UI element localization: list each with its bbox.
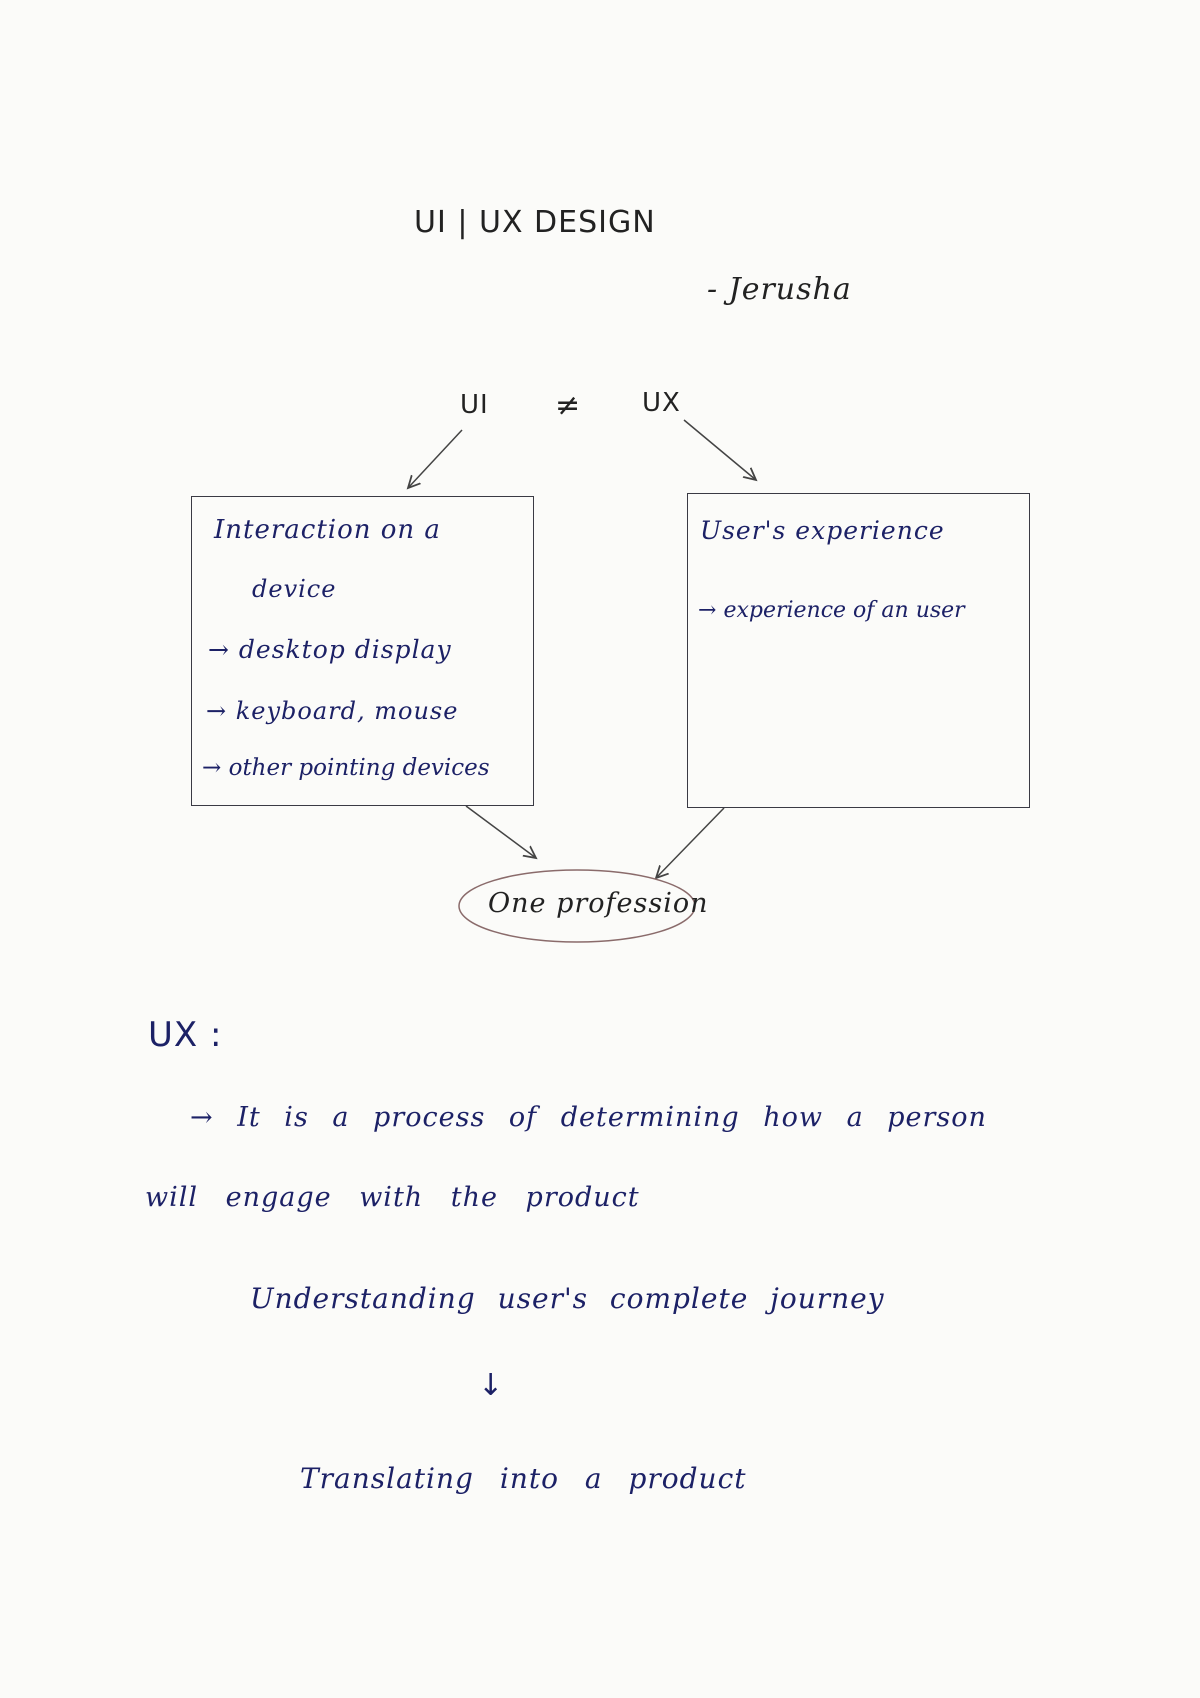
ux-definition-line-1: → It is a process of determining how a p… bbox=[190, 1102, 987, 1133]
ux-box-heading: User's experience bbox=[700, 516, 945, 545]
ui-item-text: desktop display bbox=[238, 635, 452, 664]
ui-item-text: keyboard, mouse bbox=[235, 697, 459, 725]
ui-box-heading-cont: device bbox=[252, 575, 337, 603]
ui-definition-box: Interaction on a device → desktop displa… bbox=[191, 496, 534, 806]
ux-definition-box: User's experience → experience of an use… bbox=[687, 493, 1030, 808]
not-equal-sign: ≠ bbox=[555, 388, 582, 423]
result-oval bbox=[458, 869, 696, 943]
ux-label: UX bbox=[642, 388, 681, 418]
ux-box-item: → experience of an user bbox=[698, 598, 965, 623]
arrow-ux-to-box bbox=[683, 419, 756, 480]
arrow-ux-box-to-result bbox=[656, 807, 725, 878]
result-label: One profession bbox=[488, 888, 709, 919]
flow-down-arrow: ↓ bbox=[478, 1368, 505, 1403]
ui-label: UI bbox=[460, 390, 489, 420]
ui-box-item: → desktop display bbox=[208, 635, 452, 664]
ui-item-text: other pointing devices bbox=[228, 755, 490, 781]
ui-box-item: → keyboard, mouse bbox=[206, 697, 459, 725]
ui-box-item: → other pointing devices bbox=[202, 755, 490, 781]
ux-definition-line-2: will engage with the product bbox=[145, 1182, 640, 1213]
ux-heading: UX : bbox=[148, 1015, 223, 1055]
author-name: - Jerusha bbox=[707, 272, 852, 307]
ui-box-heading: Interaction on a bbox=[214, 515, 441, 545]
arrow-ui-box-to-result bbox=[465, 805, 536, 858]
arrow-ui-to-box bbox=[408, 429, 463, 488]
page-title: UI | UX DESIGN bbox=[414, 205, 656, 240]
flow-top: Understanding user's complete journey bbox=[250, 1282, 885, 1315]
ux-item-text: experience of an user bbox=[723, 598, 965, 623]
flow-bottom: Translating into a product bbox=[300, 1462, 747, 1495]
